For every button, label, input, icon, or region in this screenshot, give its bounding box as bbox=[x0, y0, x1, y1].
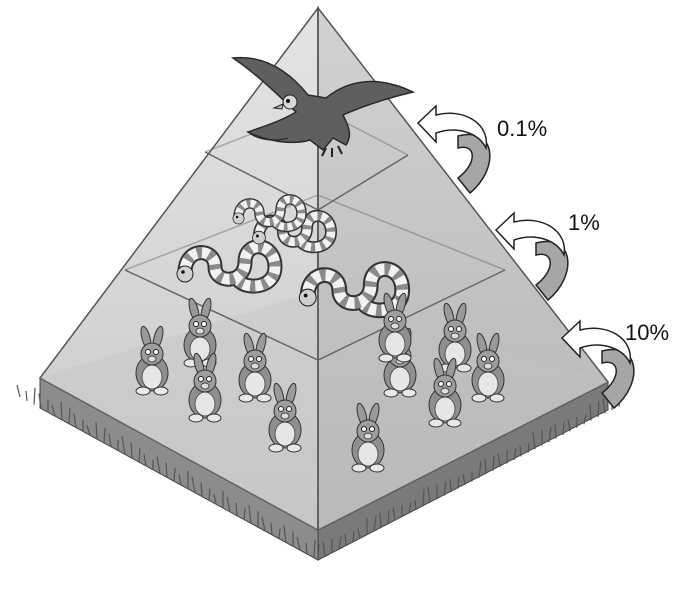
rabbit-icon bbox=[268, 382, 302, 453]
snake-group bbox=[176, 194, 411, 319]
rabbit-icon bbox=[188, 352, 222, 423]
curved-arrow-icon bbox=[416, 104, 491, 195]
snake-icon bbox=[232, 194, 307, 233]
grass-icon bbox=[16, 384, 622, 561]
rabbit-icon bbox=[438, 302, 472, 373]
snake-icon bbox=[176, 239, 283, 294]
percent-label: 1% bbox=[568, 210, 600, 235]
percent-label: 10% bbox=[625, 320, 669, 345]
eagle-icon bbox=[230, 56, 416, 157]
energy-arrows: 0.1% 1% 10% bbox=[416, 104, 669, 410]
rabbit-icon bbox=[428, 357, 462, 428]
curved-arrow-icon bbox=[494, 211, 569, 302]
rabbit-icon bbox=[351, 402, 385, 473]
rabbit-group bbox=[135, 292, 505, 473]
percent-label: 0.1% bbox=[497, 116, 547, 141]
grass-base bbox=[16, 377, 622, 561]
rabbit-icon bbox=[238, 332, 272, 403]
curved-arrow-icon bbox=[560, 319, 635, 410]
rabbit-icon bbox=[378, 292, 412, 363]
rabbit-icon bbox=[135, 325, 169, 396]
rabbit-icon bbox=[183, 297, 217, 368]
rabbit-icon bbox=[471, 332, 505, 403]
